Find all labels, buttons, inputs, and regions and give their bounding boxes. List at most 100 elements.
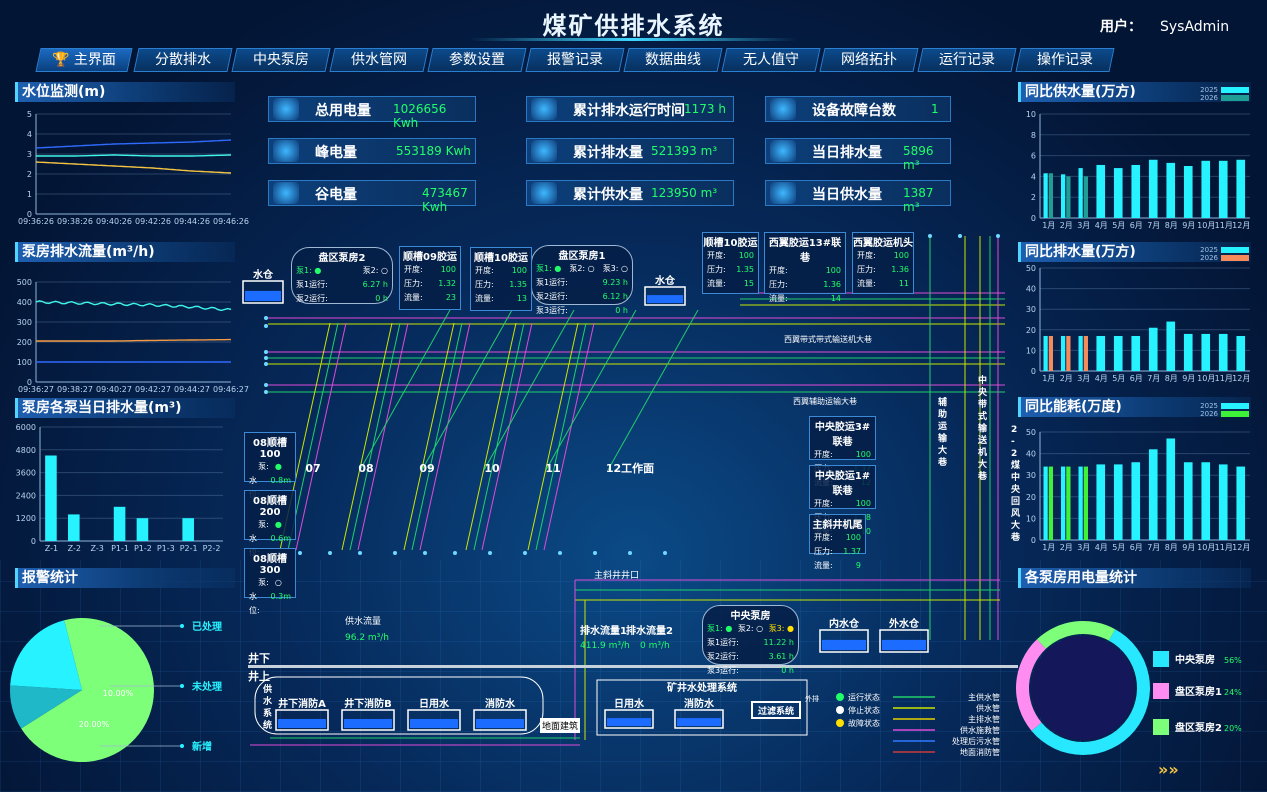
tick-label: 8月 (1165, 374, 1178, 383)
pump-run-row: 泵1运行:11.22 h (703, 636, 798, 650)
legend-value: 20% (1224, 724, 1242, 733)
bar (1083, 176, 1088, 218)
valve-row: 开度:100 (400, 263, 460, 277)
tick-label: 11月 (1215, 543, 1233, 552)
panel-pump-daily-title: 泵房各泵当日排水量(m³) (15, 398, 235, 418)
trough-level-label: 水位: (249, 592, 260, 615)
stat-icon (531, 98, 557, 120)
tick-label: 5月 (1112, 221, 1125, 230)
tick-label: 500 (17, 278, 32, 287)
bar (1043, 466, 1048, 540)
tick-label: P2-1 (180, 544, 198, 553)
next-arrows-icon: »» (1158, 760, 1179, 779)
valve-field-value: 1.32 (438, 279, 456, 288)
tick-label: P1-1 (111, 544, 129, 553)
legend-swatch (1221, 411, 1249, 417)
run-label: 泵1运行: (296, 280, 328, 289)
bar (1218, 464, 1228, 540)
pump-run-row: 泵1运行:9.23 h (532, 276, 632, 290)
pie-slice (10, 685, 83, 729)
pump-run-row: 泵3运行:0 h (703, 664, 798, 678)
legend-dot (180, 624, 184, 628)
legend-label: 2025 (1200, 246, 1218, 254)
bar (1148, 449, 1158, 540)
pump-run-row: 泵2运行:6.12 h (532, 290, 632, 304)
panel-water-level-title: 水位监测(m) (15, 82, 235, 102)
tick-label: 8 (1031, 131, 1036, 140)
tick-label: 9月 (1182, 374, 1195, 383)
tick-label: P1-3 (157, 544, 175, 553)
valve-field-value: 13 (516, 294, 527, 303)
bar (1078, 168, 1083, 218)
valve-row: 压力:1.35 (471, 278, 531, 292)
legend-label: 盘区泵房1 (1175, 685, 1222, 698)
bar (1048, 173, 1053, 218)
pump-status-icon: ● (274, 462, 282, 471)
run-value: 6.27 h (362, 280, 388, 289)
pump-status: 泵2: ○ (737, 624, 764, 633)
valve-field-value: 100 (893, 251, 909, 260)
stat-label: 累计排水量 (573, 145, 643, 161)
pump-run-row: 泵2运行:3.61 h (703, 650, 798, 664)
tick-label: 09:40:26 (96, 217, 132, 226)
bar (1166, 321, 1176, 371)
bar (1218, 333, 1228, 371)
bar (1131, 164, 1141, 218)
header: 煤矿供排水系统 用户：SysAdmin (0, 0, 1267, 44)
bar (1096, 164, 1106, 218)
valve-field-value: 23 (445, 293, 456, 302)
series-line (35, 161, 232, 174)
legend-swatch (1153, 683, 1169, 699)
bar (1083, 466, 1088, 540)
legend-swatch (1221, 403, 1249, 409)
tick-label: 5月 (1112, 543, 1125, 552)
stat-label: 当日排水量 (812, 145, 882, 161)
valve-field-value: 100 (855, 499, 871, 508)
valve-field-label: 压力: (404, 279, 423, 288)
bar (1078, 335, 1083, 371)
bar (1148, 159, 1158, 218)
tick-label: 40 (1026, 450, 1036, 459)
pie-label: 20.00% (79, 720, 110, 729)
tick-label: 50 (1026, 428, 1036, 437)
pump-status: 泵3: ● (768, 624, 794, 633)
bar (1048, 466, 1053, 540)
bar (1183, 166, 1193, 218)
stat-icon (770, 140, 796, 162)
legend-label: 中央泵房 (1175, 653, 1215, 666)
tick-label: 200 (17, 338, 32, 347)
tick-label: 09:36:26 (18, 217, 54, 226)
legend-swatch (1153, 719, 1169, 735)
tick-label: 2 (1031, 193, 1036, 202)
valve-box-title: 顺槽10胶运 (474, 253, 528, 264)
valve-field-value: 11 (898, 279, 909, 288)
stat-value: 5896 m³ (903, 144, 934, 172)
legend-label: 2025 (1200, 86, 1218, 94)
valve-field-label: 开度: (814, 450, 833, 459)
run-value: 6.12 h (602, 292, 628, 301)
tick-label: 4 (27, 130, 32, 139)
tick-label: Z-1 (45, 544, 58, 553)
tick-label: 09:46:26 (213, 217, 249, 226)
bar (1166, 162, 1176, 218)
bar (45, 455, 57, 541)
trough-level-value: 0.8m (270, 476, 291, 485)
